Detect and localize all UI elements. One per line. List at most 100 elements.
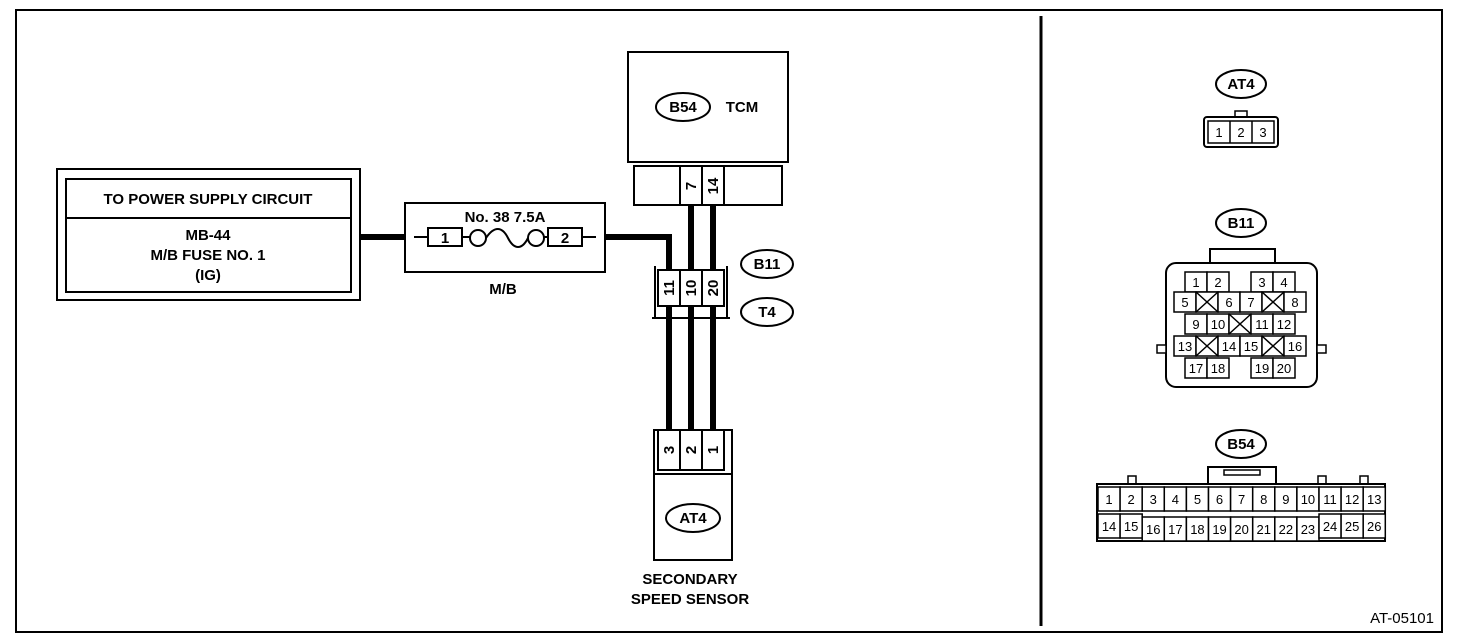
b11-pin-7-label: 7 <box>1247 295 1254 310</box>
b11-pin-9-label: 9 <box>1192 317 1199 332</box>
b11-pin-blocked <box>1261 291 1285 313</box>
b54-pin-9: 9 <box>1274 486 1298 512</box>
junction-connector-top: B11 <box>754 256 781 273</box>
junction-pin-20: 20 <box>705 280 722 297</box>
b11-pin-18: 18 <box>1206 357 1230 379</box>
b54-pin-25-label: 25 <box>1345 519 1359 534</box>
b54-pin-17-label: 17 <box>1168 522 1182 537</box>
b54-pin-8-label: 8 <box>1260 492 1267 507</box>
sensor-pin-1: 1 <box>705 446 722 454</box>
b54-pin-19: 19 <box>1207 516 1232 542</box>
b11-pin-18-label: 18 <box>1211 361 1225 376</box>
b11-pin-2: 2 <box>1206 271 1230 293</box>
b54-pin-18-label: 18 <box>1190 522 1204 537</box>
tcm-pin-7: 7 <box>683 182 700 190</box>
b54-pin-10: 10 <box>1296 486 1320 512</box>
b54-pin-20: 20 <box>1229 516 1254 542</box>
b54-pin-1: 1 <box>1097 486 1121 512</box>
b54-pin-16-label: 16 <box>1146 522 1160 537</box>
b54-pin-16: 16 <box>1141 516 1166 542</box>
sensor-pin-3: 3 <box>661 446 678 454</box>
junction-pin-10: 10 <box>683 280 700 297</box>
connector-view-at4: AT4 1 2 3 <box>1203 69 1279 148</box>
b54-pin-17: 17 <box>1163 516 1188 542</box>
b54-pin-13: 13 <box>1362 486 1387 512</box>
b54-pin-8: 8 <box>1251 486 1276 512</box>
b11-pin-17: 17 <box>1184 357 1208 379</box>
sensor-pin-2: 2 <box>683 446 700 454</box>
b54-pin-1-label: 1 <box>1105 492 1112 507</box>
b54-pin-22: 22 <box>1274 516 1298 542</box>
b11-pin-12-label: 12 <box>1277 317 1291 332</box>
b54-pin-24: 24 <box>1318 513 1342 539</box>
b11-pin-14: 14 <box>1217 335 1241 357</box>
junction-connector: 11 10 20 B11 T4 <box>652 249 794 327</box>
tcm-label: TCM <box>726 99 759 116</box>
fuse-box-label: M/B <box>489 281 517 298</box>
power-supply-line2: M/B FUSE NO. 1 <box>150 247 265 264</box>
b54-pin-2: 2 <box>1119 486 1143 512</box>
b11-pin-20: 20 <box>1272 357 1296 379</box>
b54-pin-21: 21 <box>1251 516 1276 542</box>
wire-fuse-to-b11 <box>605 234 672 269</box>
at4-view-label: AT4 <box>1227 76 1255 93</box>
power-supply-title: TO POWER SUPPLY CIRCUIT <box>104 191 313 208</box>
b54-pin-26: 26 <box>1362 513 1387 539</box>
b11-pin-4-label: 4 <box>1280 275 1287 290</box>
b11-pin-3: 3 <box>1250 271 1274 293</box>
b11-pin-7: 7 <box>1239 291 1263 313</box>
b11-pin-17-label: 17 <box>1189 361 1203 376</box>
b11-pin-11: 11 <box>1250 313 1274 335</box>
b54-pin-7-label: 7 <box>1238 492 1245 507</box>
b11-pin-4: 4 <box>1272 271 1296 293</box>
b11-pin-10-label: 10 <box>1211 317 1225 332</box>
b54-pin-23-label: 23 <box>1301 522 1315 537</box>
figure-id: AT-05101 <box>1370 610 1434 627</box>
b54-pin-13-label: 13 <box>1367 492 1381 507</box>
b54-pin-15: 15 <box>1119 513 1143 539</box>
b11-pin-16: 16 <box>1283 335 1307 357</box>
b11-pin-6-label: 6 <box>1225 295 1232 310</box>
junction-connector-bottom: T4 <box>758 304 776 321</box>
b11-pin-1-label: 1 <box>1192 275 1199 290</box>
power-supply-box: TO POWER SUPPLY CIRCUIT MB-44 M/B FUSE N… <box>56 168 361 301</box>
b11-pin-5: 5 <box>1173 291 1197 313</box>
b54-pin-25: 25 <box>1340 513 1364 539</box>
b11-pin-5-label: 5 <box>1181 295 1188 310</box>
b11-pin-13: 13 <box>1173 335 1197 357</box>
b11-pin-blocked <box>1228 313 1252 335</box>
b11-pin-13-label: 13 <box>1178 339 1192 354</box>
tcm-box: B54 TCM 7 14 <box>627 51 789 206</box>
b54-pin-3: 3 <box>1141 486 1166 512</box>
fuse-pin-left: 1 <box>441 230 449 247</box>
b54-pin-18: 18 <box>1185 516 1210 542</box>
sensor-label-line2: SPEED SENSOR <box>631 591 750 608</box>
b11-pin-19: 19 <box>1250 357 1274 379</box>
b11-pin-9: 9 <box>1184 313 1208 335</box>
b11-pin-8-label: 8 <box>1291 295 1298 310</box>
b11-pin-8: 8 <box>1283 291 1307 313</box>
b11-pin-19-label: 19 <box>1255 361 1269 376</box>
b54-pin-10-label: 10 <box>1301 492 1315 507</box>
b11-pin-16-label: 16 <box>1288 339 1302 354</box>
b11-view-label: B11 <box>1228 215 1255 232</box>
fuse-element-icon <box>485 228 529 248</box>
b54-pin-24-label: 24 <box>1323 519 1337 534</box>
b54-pin-23: 23 <box>1296 516 1320 542</box>
b11-pin-blocked <box>1195 291 1219 313</box>
b11-pin-blocked <box>1261 335 1285 357</box>
b54-pin-6-label: 6 <box>1216 492 1223 507</box>
sensor-label-line1: SECONDARY <box>642 571 737 588</box>
sensor-connector-label: AT4 <box>679 510 707 527</box>
b54-pin-20-label: 20 <box>1234 522 1248 537</box>
b54-pin-14: 14 <box>1097 513 1121 539</box>
at4-view-pin-3: 3 <box>1259 125 1266 140</box>
b11-pin-15: 15 <box>1239 335 1263 357</box>
diagram-frame <box>15 9 1443 633</box>
b54-pin-11-label: 11 <box>1323 492 1337 507</box>
